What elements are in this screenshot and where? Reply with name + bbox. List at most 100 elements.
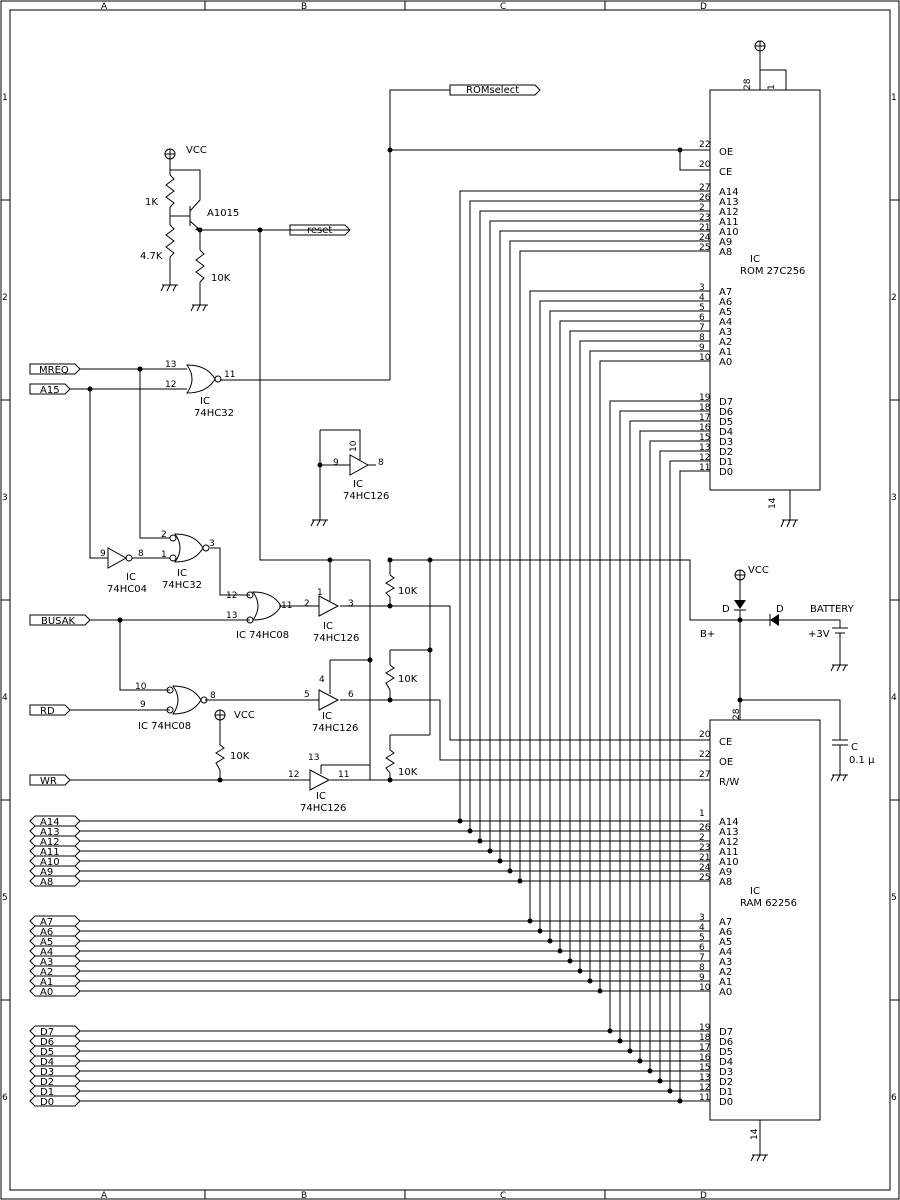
addr-lo-rom-wire: [599, 360, 710, 991]
ram-addr-lo-pin: 4: [699, 923, 705, 933]
addr-hi-rom-wire: [489, 220, 710, 851]
svg-text:A0: A0: [40, 987, 53, 998]
bus-junction: [567, 958, 573, 964]
or-mreq-pin-11: 11: [224, 370, 235, 380]
data-port: D0: [29, 1095, 81, 1108]
rom-data-pin: 13: [699, 443, 710, 453]
cap-value: 0.1 μ: [849, 755, 875, 766]
bus-junction: [657, 1078, 663, 1084]
or-gate-2: [169, 533, 210, 563]
addr-lo-rom-wire: [549, 310, 710, 941]
addr-lo-rom-wire: [589, 350, 710, 981]
buf3-pin-13: 13: [308, 753, 319, 763]
rom-addr-lo-pin: 8: [699, 333, 705, 343]
or-gate-mreq: [186, 364, 222, 394]
svg-text:A10: A10: [40, 857, 60, 868]
ram-addr-lo-pin: 9: [699, 973, 705, 983]
spare-buf-ic: IC: [353, 479, 363, 490]
buf3-pin-11: 11: [338, 770, 349, 780]
rom-addr-lo-label: A6: [719, 297, 732, 308]
svg-text:A6: A6: [40, 927, 53, 938]
ram-data-label: D7: [719, 1027, 733, 1038]
and2-pin-9: 9: [140, 700, 146, 710]
inverter-a15: [107, 547, 150, 569]
bus-junction: [547, 938, 553, 944]
and-gate-1: [246, 591, 282, 624]
addr-hi-rom-wire: [509, 240, 710, 871]
spare-buffer-junction: [317, 462, 323, 468]
row-label-right-3: 3: [891, 493, 897, 503]
rom-addr-hi-pin: 26: [699, 193, 711, 203]
junction-ram-vcc: [737, 697, 743, 703]
wr-pullup-vcc-label: VCC: [234, 710, 255, 721]
buffer-1: [318, 595, 340, 617]
ram-addr-lo-pin: 8: [699, 963, 705, 973]
addr-lo-port: A0: [29, 985, 81, 998]
rom-data-label: D2: [719, 447, 733, 458]
ram-addr-hi-label: A14: [719, 817, 739, 828]
buf3-pin-12: 12: [288, 770, 299, 780]
ram-addr-hi-label: A8: [719, 877, 732, 888]
rom-oe-pin: 22: [699, 140, 710, 150]
ram-addr-hi-label: A10: [719, 857, 739, 868]
a15-port: A15: [29, 383, 71, 396]
rom-power: [754, 40, 798, 528]
or-mreq-pin-12: 12: [165, 380, 176, 390]
bus-ports: A14A13A12A11A10A9A8A7A6A5A4A3A2A1A0D7D6D…: [29, 815, 81, 1108]
ram-addr-hi-label: A13: [719, 827, 739, 838]
ram-addr-lo-pin: 10: [699, 983, 711, 993]
row-label-right-1: 1: [891, 93, 897, 103]
resistor-10k-stack: [215, 574, 395, 774]
ram-oe-label: OE: [719, 757, 733, 768]
bus-junction: [617, 1038, 623, 1044]
ram-data-pin: 17: [699, 1043, 710, 1053]
rom-vcc-pin-1: 1: [767, 84, 777, 90]
ram-data-pin: 19: [699, 1023, 711, 1033]
ram-ic-label: IC: [750, 886, 760, 897]
bus-junction: [597, 988, 603, 994]
ram-addr-hi-pin: 24: [699, 863, 711, 873]
diode-2-label: D: [776, 604, 784, 615]
rom-addr-lo-label: A2: [719, 337, 732, 348]
rom-addr-lo-pin: 10: [699, 353, 711, 363]
battery-label: BATTERY: [810, 604, 855, 615]
svg-text:A2: A2: [40, 967, 53, 978]
rom-ce-pin: 20: [699, 160, 711, 170]
data-rom-wire: [609, 400, 710, 1031]
row-label-left-6: 6: [2, 1093, 8, 1103]
ram-addr-lo-label: A7: [719, 917, 732, 928]
rom-addr-hi-pin: 27: [699, 183, 710, 193]
bus-junction: [587, 978, 593, 984]
rom-data-pin: 12: [699, 453, 710, 463]
svg-text:D1: D1: [40, 1087, 54, 1098]
svg-text:BUSAK: BUSAK: [41, 616, 76, 627]
rom-part-name: ROM 27C256: [740, 266, 805, 277]
ram-data-pin: 11: [699, 1093, 710, 1103]
rom-addr-hi-label: A14: [719, 187, 739, 198]
or-mreq-type: 74HC32: [194, 408, 234, 419]
or2-pin-2: 2: [161, 530, 167, 540]
buf2-ic: IC: [322, 711, 332, 722]
rom-oe-label: OE: [719, 147, 733, 158]
spare-buffer: [310, 429, 376, 527]
svg-text:D7: D7: [40, 1027, 54, 1038]
inv-type: 74HC04: [107, 584, 147, 595]
svg-text:A15: A15: [40, 385, 60, 396]
svg-text:A12: A12: [40, 837, 60, 848]
row-label-left-1: 1: [2, 93, 8, 103]
or2-pin-1: 1: [161, 550, 167, 560]
ram-addr-lo-label: A3: [719, 957, 732, 968]
rom-addr-lo-label: A4: [719, 317, 732, 328]
inv-pin-8: 8: [138, 549, 144, 559]
logic-wires: [70, 230, 740, 781]
rom-chip: IC ROM 27C256 OE CE 22 20 A1427A1326A122…: [699, 78, 821, 509]
rd-port: RD: [29, 704, 71, 717]
rom-data-label: D7: [719, 397, 733, 408]
col-label-bottom-b: B: [301, 1191, 307, 1200]
svg-text:A8: A8: [40, 877, 53, 888]
ram-data-pin: 18: [699, 1033, 711, 1043]
bus-junction: [497, 858, 503, 864]
or2-pin-3: 3: [209, 539, 215, 549]
